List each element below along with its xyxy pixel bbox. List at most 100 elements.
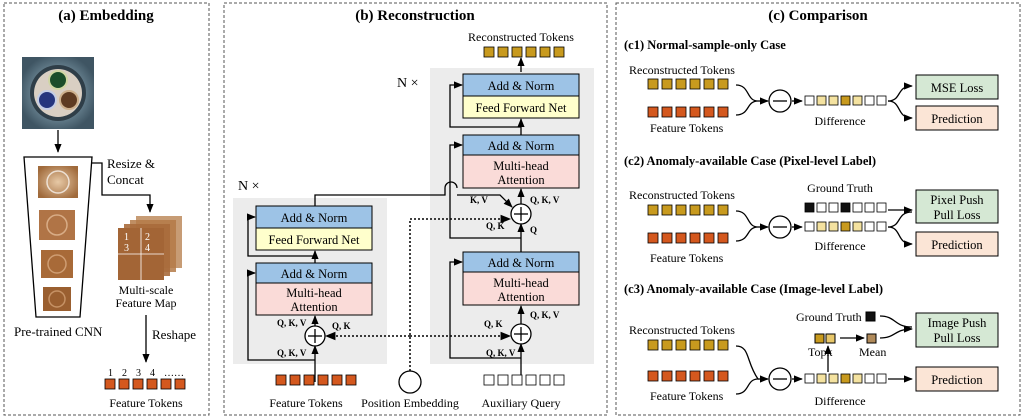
c3-ground-truth-token xyxy=(865,311,876,322)
decoder-cross-mha-label2: Attention xyxy=(497,173,545,187)
c2-title: (c2) Anomaly-available Case (Pixel-level… xyxy=(624,154,876,168)
decoder-cross-mha xyxy=(462,154,580,189)
feature-map-line2: Feature Map xyxy=(116,296,177,310)
token xyxy=(703,370,715,382)
encoder-ffn-label: Feed Forward Net xyxy=(269,233,360,247)
decoder-self-qk: Q, K xyxy=(484,319,503,329)
token xyxy=(525,46,537,58)
decoder-cross-qk: Q, K xyxy=(486,221,505,231)
token-number-3: 3 xyxy=(136,368,141,379)
token-number-more: …… xyxy=(164,368,184,379)
token xyxy=(675,339,687,351)
decoder-cross-q: Q xyxy=(530,225,537,235)
panel-embedding: (a) Embedding Pre-trained CNN Resize & C… xyxy=(3,2,210,416)
c3-mean-token xyxy=(866,333,877,344)
reconstruction-feature-tokens-label: Feature Tokens xyxy=(269,396,343,410)
panel-reconstruction-border xyxy=(223,2,608,416)
difference-token xyxy=(828,202,839,213)
token-number-4: 4 xyxy=(150,368,155,379)
token-number-2: 2 xyxy=(122,368,127,379)
c1-reconstructed-tokens xyxy=(647,78,729,90)
token xyxy=(675,232,687,244)
c1-reconstructed-label: Reconstructed Tokens xyxy=(629,63,735,77)
decoder-cross-mha-label1: Multi-head xyxy=(493,159,549,173)
difference-token xyxy=(804,202,815,213)
auxiliary-query-tokens xyxy=(483,374,565,386)
c1-loss-box xyxy=(915,74,999,100)
token xyxy=(689,370,701,382)
difference-token xyxy=(828,373,839,384)
decoder-self-mha xyxy=(462,271,580,306)
token xyxy=(675,106,687,118)
n-times-left: N × xyxy=(238,179,260,194)
decoder-ffn-label: Feed Forward Net xyxy=(476,101,567,115)
difference-token xyxy=(804,221,815,232)
token xyxy=(511,46,523,58)
difference-token xyxy=(828,221,839,232)
c3-prediction-label: Prediction xyxy=(931,373,983,387)
c2-reconstructed-tokens xyxy=(647,204,729,216)
encoder-mha-label2: Attention xyxy=(290,300,338,314)
token xyxy=(104,378,116,390)
encoder-mha xyxy=(255,282,373,316)
reconstruction-feature-tokens xyxy=(275,374,357,386)
c3-mean-label: Mean xyxy=(859,345,886,359)
encoder-qk: Q, K xyxy=(332,321,351,331)
difference-token xyxy=(852,373,863,384)
feature-map-line1: Multi-scale xyxy=(119,283,174,297)
difference-token xyxy=(876,95,887,106)
c3-topk-label: Topk xyxy=(808,345,833,359)
difference-token xyxy=(816,373,827,384)
c3-reconstructed-label: Reconstructed Tokens xyxy=(629,323,735,337)
panel-comparison-border xyxy=(615,2,1021,416)
position-embedding-label: Position Embedding xyxy=(361,396,459,410)
difference-token xyxy=(876,202,887,213)
c2-prediction-box xyxy=(915,231,999,257)
c2-reconstructed-label: Reconstructed Tokens xyxy=(629,188,735,202)
token xyxy=(675,204,687,216)
c1-title: (c1) Normal-sample-only Case xyxy=(624,38,786,52)
position-embedding-icon xyxy=(398,370,422,394)
token xyxy=(661,78,673,90)
c2-difference-tokens xyxy=(804,221,887,232)
token xyxy=(497,374,509,386)
token xyxy=(689,339,701,351)
c3-prediction-box xyxy=(915,366,999,392)
difference-token xyxy=(864,95,875,106)
difference-token xyxy=(840,95,851,106)
token xyxy=(689,106,701,118)
token xyxy=(717,78,729,90)
token xyxy=(703,106,715,118)
token xyxy=(539,374,551,386)
token xyxy=(647,370,659,382)
c2-ground-truth-label: Ground Truth xyxy=(807,181,873,195)
token xyxy=(675,78,687,90)
c3-topk-token-2 xyxy=(825,333,836,344)
token xyxy=(717,370,729,382)
reconstruction-output-tokens xyxy=(483,46,565,58)
encoder-mha-label1: Multi-head xyxy=(286,286,342,300)
token xyxy=(689,204,701,216)
grid-number-4: 4 xyxy=(145,243,150,254)
token xyxy=(647,106,659,118)
c1-prediction-box xyxy=(915,105,999,131)
token xyxy=(703,339,715,351)
c3-loss-box xyxy=(915,312,999,348)
token xyxy=(511,374,523,386)
token xyxy=(661,339,673,351)
token xyxy=(689,78,701,90)
input-image xyxy=(22,57,94,129)
decoder-add-norm-1-label: Add & Norm xyxy=(488,79,555,93)
decoder-self-qkv: Q, K, V xyxy=(530,310,560,320)
difference-token xyxy=(852,202,863,213)
decoder-self-mha-label1: Multi-head xyxy=(493,276,549,290)
token xyxy=(703,78,715,90)
token xyxy=(525,374,537,386)
token-number-1: 1 xyxy=(108,368,113,379)
difference-token xyxy=(816,95,827,106)
grid-number-2: 2 xyxy=(145,232,150,243)
cnn-label: Pre-trained CNN xyxy=(14,324,103,339)
encoder-ffn xyxy=(255,227,373,251)
c1-feature-label: Feature Tokens xyxy=(650,121,724,135)
reshape-label: Reshape xyxy=(152,327,196,342)
